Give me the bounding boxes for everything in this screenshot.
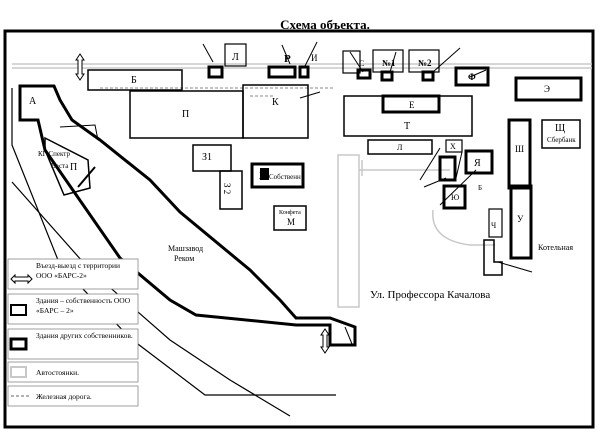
label-z2: З 2 [222, 183, 232, 194]
building-x-lower [438, 155, 457, 182]
label-l-mid: Л [397, 143, 403, 152]
legend-entry-icon [10, 273, 33, 285]
own-buildings [207, 65, 583, 260]
other-buildings [87, 43, 581, 276]
building-kg-spektr [44, 136, 91, 196]
legend-own-icon [10, 304, 27, 316]
label-n1: №1 [382, 58, 396, 68]
legend-own-text: Здания – собственность ООО «БАРС – 2» [36, 296, 131, 315]
label-sobstvennost: Собственн [269, 173, 301, 181]
building-zh-mark [260, 168, 269, 180]
building-p-divider [77, 166, 96, 188]
building-r [267, 65, 297, 79]
legend-other-text: Здания других собственников. [36, 331, 133, 340]
legend-own-box [7, 293, 139, 325]
railway-lines [100, 87, 335, 97]
building-i [298, 65, 310, 79]
building-f [454, 66, 490, 87]
label-u: У [517, 214, 524, 224]
label-yu: Ю [451, 193, 459, 202]
legend-other-box [7, 328, 139, 360]
building-e-right [514, 76, 583, 102]
label-k: К [272, 97, 279, 108]
building-m [273, 205, 307, 231]
legend: Въезд-выезд с территории ООО «БАРС-2» Зд… [7, 258, 139, 407]
building-z2 [219, 170, 243, 210]
label-konfeta: Конфета [279, 209, 301, 216]
building-zh [250, 162, 305, 189]
label-r: Р [284, 53, 291, 65]
building-x [445, 139, 463, 153]
building-n1-base [380, 70, 394, 82]
legend-parking-icon [10, 366, 27, 378]
legend-entry-text: Въезд-выезд с территории ООО «БАРС-2» [36, 261, 120, 280]
legend-entry-box [7, 258, 139, 290]
building-kotelnaya [483, 239, 503, 276]
label-vesta: Веста [51, 162, 69, 170]
label-sh: Ш [515, 144, 524, 154]
door-markers [202, 41, 533, 345]
entry-arrow-top-left [75, 53, 85, 81]
building-a-diagonal [18, 84, 357, 347]
label-t: Т [404, 121, 410, 132]
label-b: Б [131, 75, 137, 86]
building-e [381, 94, 441, 114]
label-mashzavod: Машзавод [168, 244, 203, 253]
building-s-base [356, 68, 372, 80]
building-sberbank [541, 119, 581, 149]
building-labels: А Б Л Р И С №1 №2 Ф Э П К Е Т Л Х Я Ю Б … [29, 52, 576, 263]
label-m: М [287, 217, 295, 227]
legend-entry-text-wrap: Въезд-выезд с территории ООО «БАРС-2» [36, 261, 120, 280]
legend-other-text-wrap: Здания других собственников. [36, 331, 133, 340]
label-rekom: Реком [174, 254, 194, 263]
entry-exit-arrows [75, 53, 330, 354]
label-kotelnaya: Котельная [538, 243, 573, 252]
building-l-mid [367, 139, 433, 155]
label-e: Е [409, 100, 415, 110]
street-label: Ул. Профессора Качалова [370, 289, 490, 301]
legend-railway-text: Железная дорога. [36, 392, 92, 401]
label-a: А [29, 96, 37, 107]
building-ya [464, 149, 494, 175]
building-yu [442, 184, 467, 210]
page-title: Схема объекта. [280, 17, 370, 32]
legend-parking-text: Автостоянки. [36, 368, 79, 377]
label-p-big: П [182, 109, 189, 120]
label-ya: Я [474, 158, 481, 169]
building-l-top-base [207, 65, 224, 79]
building-n2-base [421, 70, 435, 82]
building-l-top [224, 43, 247, 67]
building-s [342, 50, 361, 74]
label-l-top: Л [232, 52, 239, 63]
building-z1 [192, 144, 232, 172]
legend-own-text-wrap: Здания – собственность ООО «БАРС – 2» [36, 296, 131, 315]
label-p-small: П [70, 162, 77, 173]
label-f: Ф [468, 72, 476, 82]
label-z1: З1 [202, 152, 212, 163]
site-boundary [3, 29, 595, 429]
label-shch: Щ [555, 123, 565, 134]
label-i: И [311, 53, 318, 63]
label-ch: Ч [491, 221, 496, 230]
building-k [242, 84, 309, 139]
legend-parking-box [7, 361, 139, 383]
building-u [509, 184, 533, 260]
label-n2: №2 [418, 58, 432, 68]
entry-arrow-bottom [320, 328, 330, 354]
building-b [87, 69, 183, 91]
label-x: Х [450, 142, 456, 151]
label-sberbank: Сбербанк [547, 136, 576, 144]
legend-other-icon [9, 337, 28, 351]
label-kg-spektr: КГ Спектр [38, 150, 70, 158]
label-e-right: Э [544, 84, 550, 94]
label-zh: Ж [259, 171, 268, 182]
building-shch [507, 118, 532, 190]
legend-railway-box [7, 385, 139, 407]
label-s: С [359, 59, 364, 68]
label-b-small: Б [478, 184, 482, 192]
building-ch [488, 208, 503, 238]
